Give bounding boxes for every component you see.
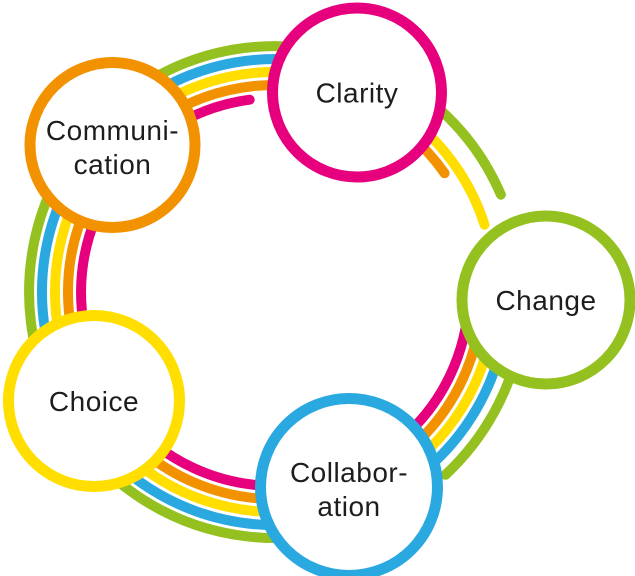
node-label-communication: Communi-cation (46, 115, 179, 180)
node-clarity: Clarity (267, 2, 447, 183)
concept-nodes: Communi-cation ClarityChangeChoiceCollabo… (3, 2, 635, 576)
node-circle-change (456, 210, 635, 390)
node-change: Change (456, 210, 635, 390)
node-label-choice: Choice (49, 386, 139, 417)
node-circle-clarity (267, 2, 447, 183)
node-communication: Communi-cation (24, 57, 201, 233)
node-circle-choice (3, 310, 185, 492)
node-choice: Choice (3, 310, 185, 492)
node-collaboration: Collabor-ation (255, 393, 443, 576)
node-label-collaboration: Collabor-ation (290, 457, 408, 522)
node-label-clarity: Clarity (316, 78, 399, 109)
node-label-change: Change (495, 285, 596, 316)
node-circle-communication (24, 57, 201, 233)
